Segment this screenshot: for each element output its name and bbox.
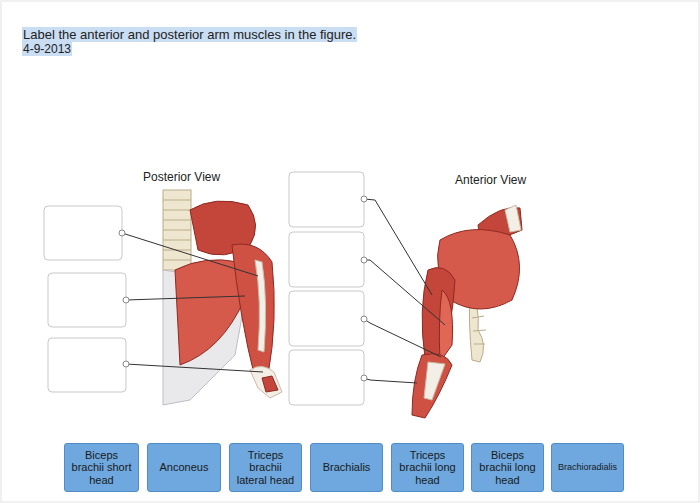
- view-heading: Anterior View: [455, 173, 526, 187]
- answer-tile: Biceps brachii short head: [64, 443, 139, 492]
- view-heading: Posterior View: [143, 170, 220, 184]
- tile-text: Biceps brachii short head: [68, 449, 135, 487]
- title: Label the anterior and posterior arm mus…: [22, 27, 357, 42]
- answer-tile: Triceps brachii long head: [391, 443, 464, 492]
- answer-tile: Anconeus: [147, 443, 221, 492]
- answer-tile: Biceps brachii long head: [471, 443, 544, 492]
- answer-tile: Brachialis: [310, 443, 383, 492]
- tile-text: Brachialis: [323, 461, 371, 474]
- tile-text: Triceps brachii long head: [395, 449, 460, 487]
- answer-tile: Triceps brachii lateral head: [229, 443, 302, 492]
- tile-text: Triceps brachii lateral head: [233, 449, 298, 487]
- tile-text: Anconeus: [160, 461, 209, 474]
- tile-text: Biceps brachii long head: [475, 449, 540, 487]
- date-note: 4-9-2013: [22, 42, 72, 56]
- tile-text: Brachioradialis: [558, 462, 617, 472]
- answer-tile: Brachioradialis: [551, 443, 624, 492]
